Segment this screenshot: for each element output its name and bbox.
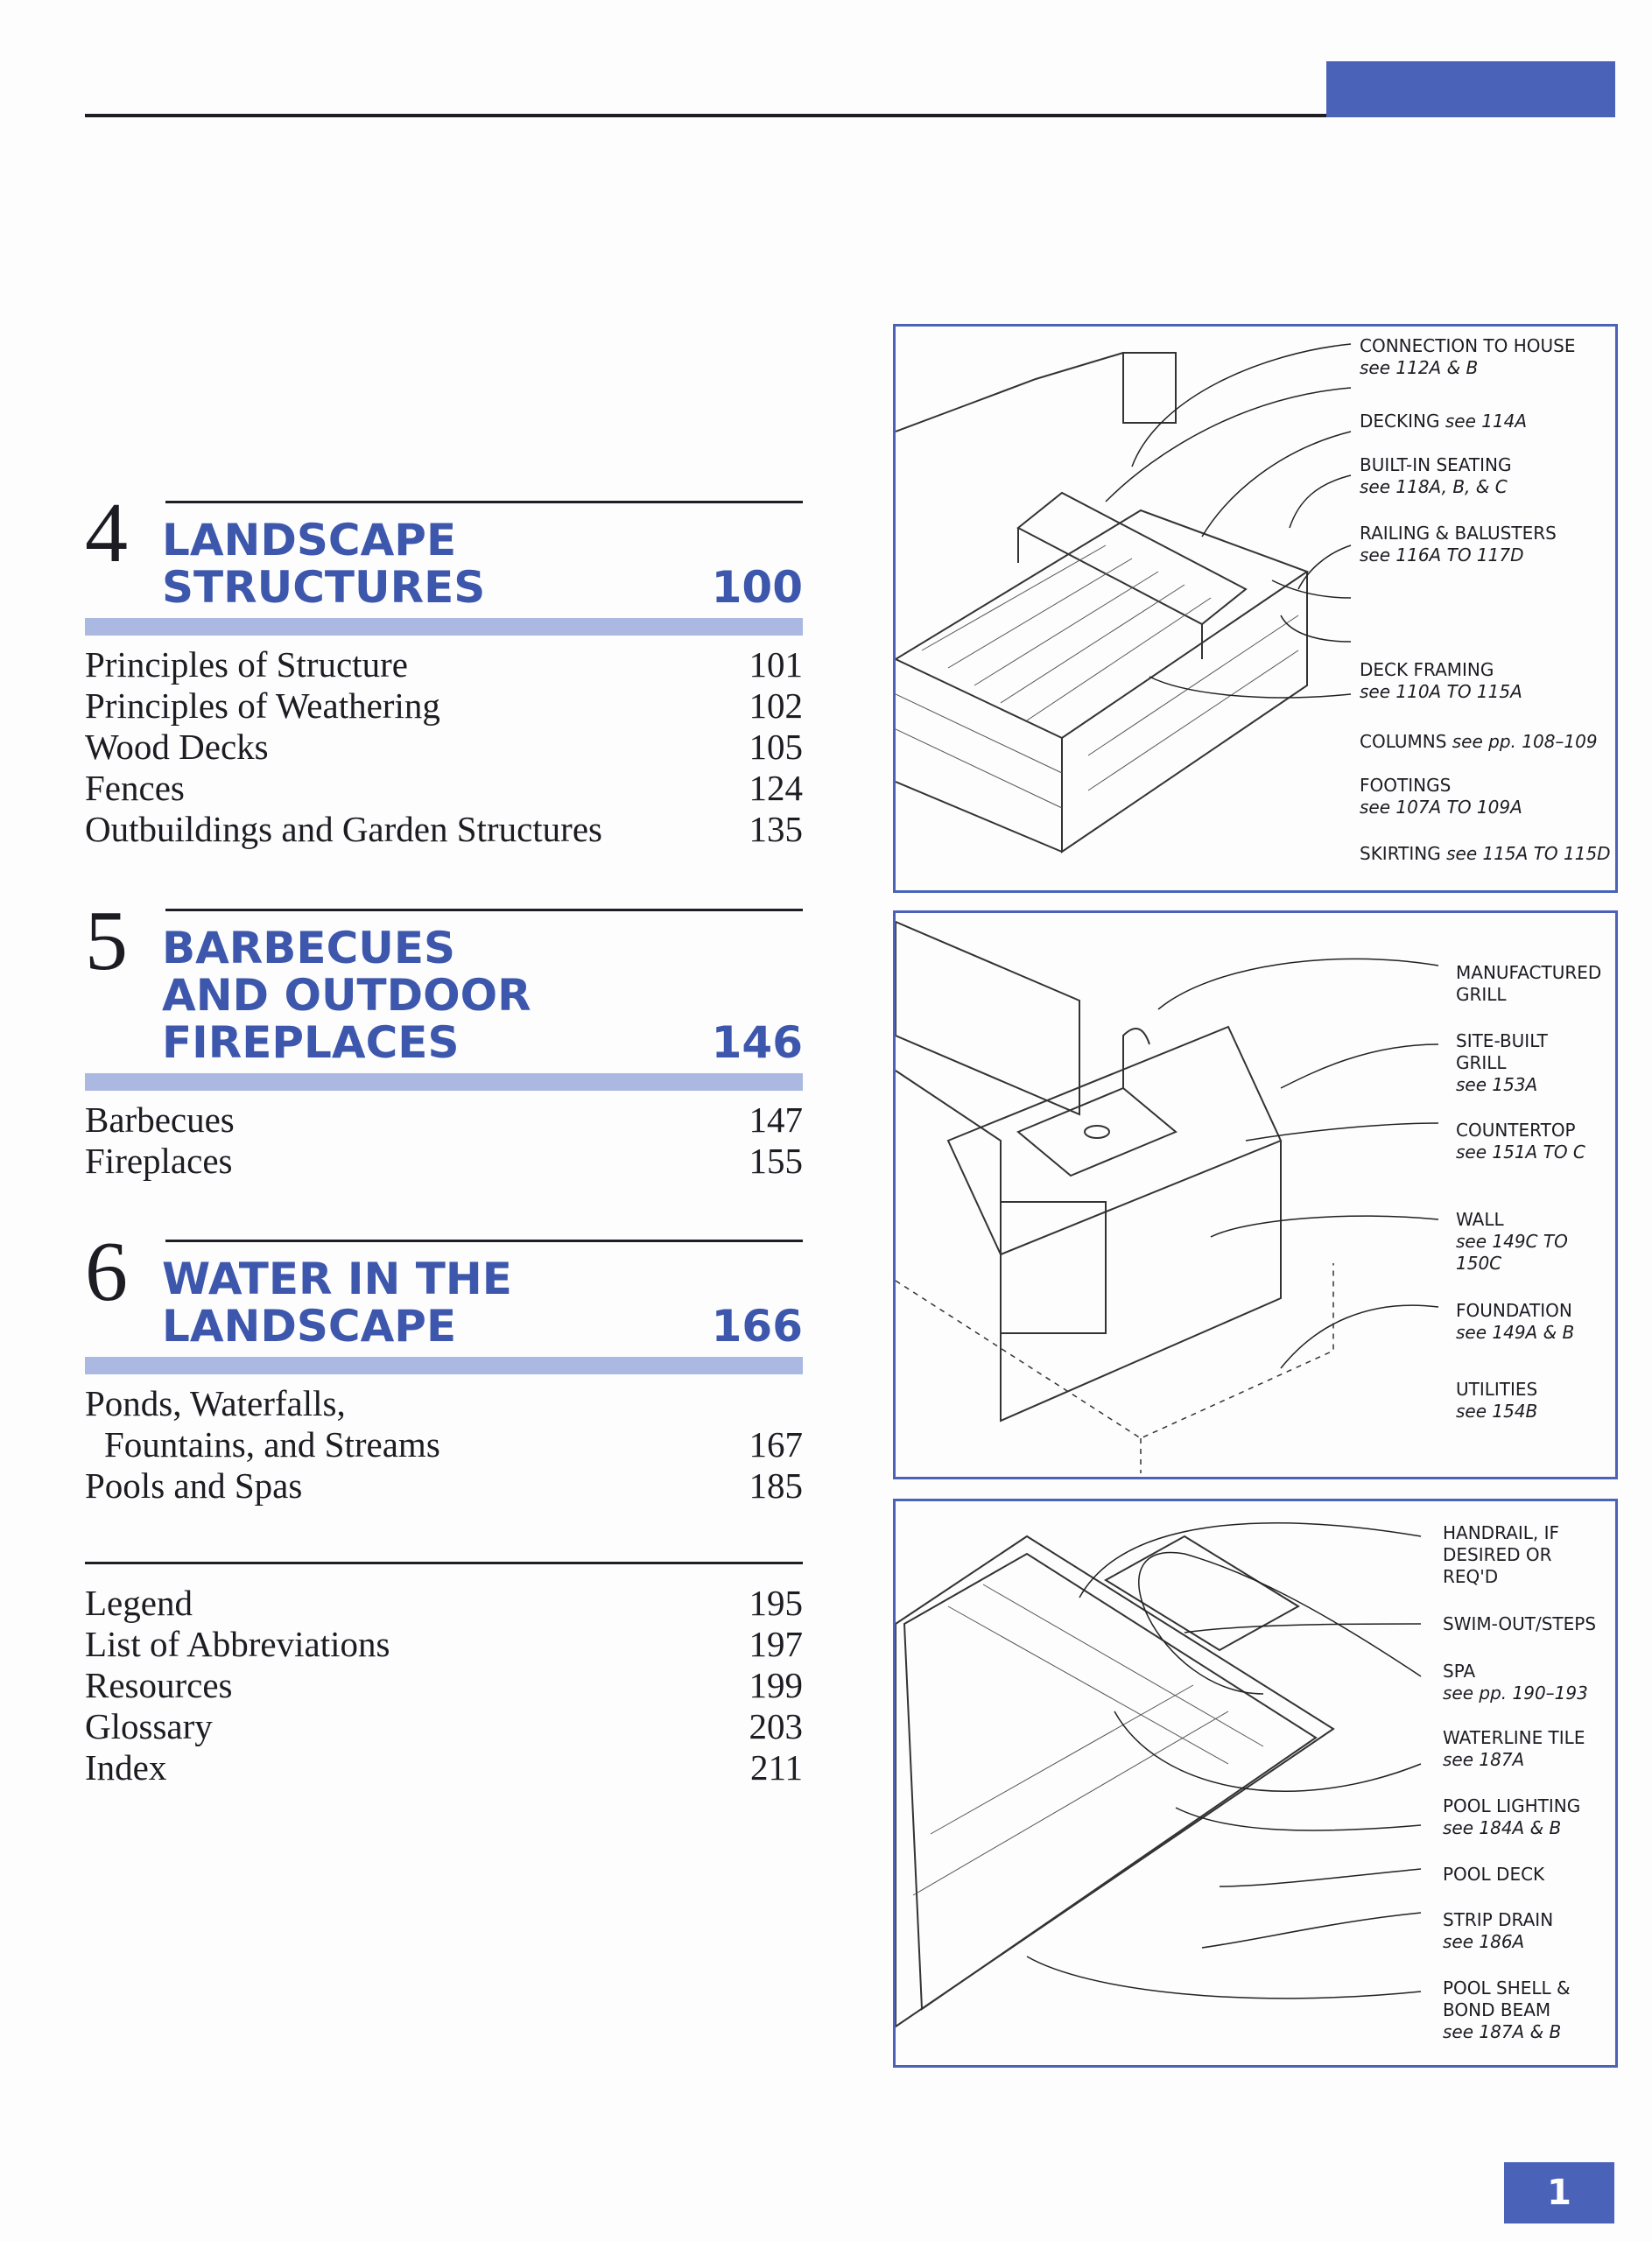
chapter-title-line: WATER IN THE — [162, 1254, 512, 1304]
callout: COLUMNS see pp. 108–109 — [1360, 731, 1598, 752]
chapter-band — [85, 1073, 803, 1091]
callout: HANDRAIL, IF DESIRED OR REQ'D — [1443, 1522, 1560, 1587]
pool-illustration-panel: HANDRAIL, IF DESIRED OR REQ'D SWIM-OUT/S… — [893, 1499, 1618, 2068]
callout: SKIRTING see 115A TO 115D — [1360, 843, 1611, 864]
chapter-band — [85, 618, 803, 636]
backmatter-rule — [85, 1562, 803, 1564]
chapter-rule — [165, 501, 803, 503]
chapter-number: 5 — [85, 894, 128, 988]
deck-illustration — [896, 343, 1352, 854]
chapter-title: WATER IN THE LANDSCAPE — [162, 1255, 512, 1350]
toc-entry: Ponds, Waterfalls, — [85, 1383, 346, 1423]
chapter-title-line: LANDSCAPE — [162, 1301, 457, 1352]
chapter-title-line: AND OUTDOOR — [162, 970, 531, 1021]
chapter-title: LANDSCAPE STRUCTURES — [162, 516, 485, 611]
chapter-page: 146 — [711, 1017, 803, 1068]
header-tab — [1326, 61, 1615, 117]
callout: DECKING see 114A — [1360, 411, 1528, 432]
chapter-page: 100 — [711, 562, 803, 613]
chapter-number: 6 — [85, 1225, 128, 1319]
callout: POOL DECK — [1443, 1864, 1545, 1885]
pool-illustration — [896, 1522, 1422, 2028]
chapter-title-line: STRUCTURES — [162, 562, 486, 613]
table-of-contents: 4 LANDSCAPE STRUCTURES 100 Principles of… — [85, 490, 803, 1803]
chapter-band — [85, 1357, 803, 1374]
header-rule — [85, 114, 1614, 117]
chapter-page: 166 — [711, 1301, 803, 1352]
callout: SWIM-OUT/STEPS — [1443, 1613, 1597, 1634]
callout: MANUFACTURED GRILL — [1456, 962, 1602, 1005]
chapter-rule — [165, 909, 803, 911]
page-number-tab: 1 — [1504, 2162, 1614, 2223]
chapter-title: BARBECUES AND OUTDOOR FIREPLACES — [162, 924, 531, 1066]
chapter-rule — [165, 1240, 803, 1242]
chapter-title-line: LANDSCAPE — [162, 515, 457, 566]
chapter-title-line: BARBECUES — [162, 923, 456, 973]
entry-list: Ponds, Waterfalls, Fountains, and Stream… — [85, 1383, 803, 1507]
grill-illustration — [896, 920, 1439, 1473]
chapter-number: 4 — [85, 486, 128, 580]
chapter-title-line: FIREPLACES — [162, 1017, 460, 1068]
